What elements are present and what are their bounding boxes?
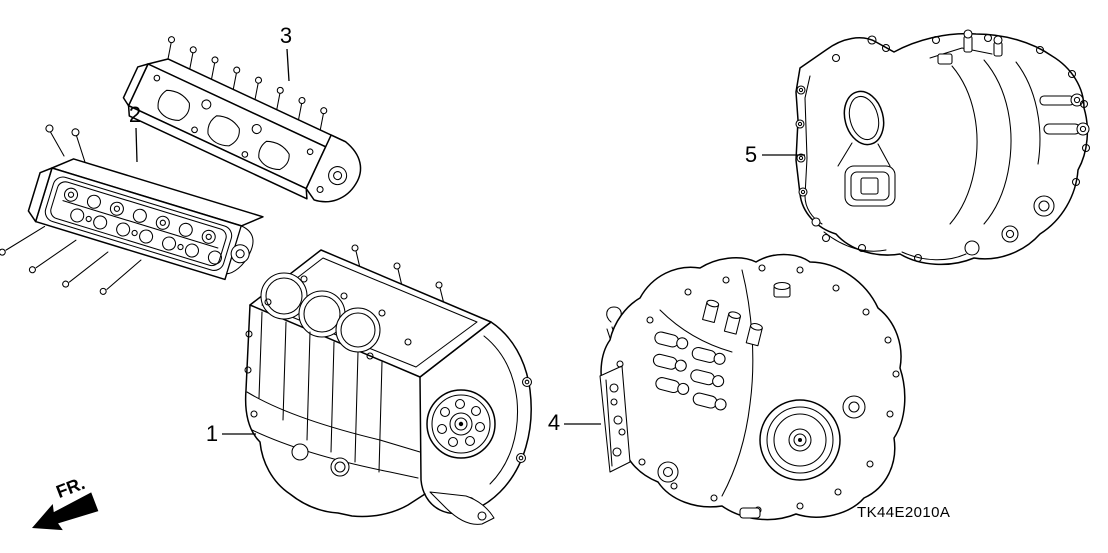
shift-linkage: [930, 30, 1089, 135]
cylinder-head-rear-drawing: [118, 29, 380, 215]
callout-2[interactable]: 2: [128, 102, 142, 127]
case-bolts: [611, 265, 899, 518]
engine-block-drawing: [245, 245, 532, 524]
diagram-code: TK44E2010A: [857, 504, 951, 521]
callout-3[interactable]: 3: [279, 23, 293, 48]
callout-4[interactable]: 4: [547, 410, 561, 435]
fr-direction-indicator: FR.: [32, 473, 99, 531]
callout-leader-lines: [136, 49, 805, 434]
breather-cap: [774, 283, 790, 298]
side-bracket: [600, 366, 630, 472]
callout-1[interactable]: 1: [205, 421, 219, 446]
leader-line-3: [287, 49, 289, 81]
combustion-chambers: [140, 74, 315, 182]
cylinder-head-front-drawing: [0, 118, 272, 337]
transmission-at-drawing: [600, 255, 905, 520]
output-shafts: [823, 35, 1090, 262]
drive-plate: [427, 390, 495, 458]
head-studs: [161, 36, 330, 130]
head-studs: [0, 118, 172, 306]
leader-line-2: [136, 128, 137, 162]
valve-train: [58, 187, 229, 266]
fr-arrow-icon: [32, 492, 99, 531]
transmission-mt-drawing: [796, 30, 1090, 264]
cam-end-housing: [303, 135, 370, 213]
block-ribs: [245, 312, 420, 478]
flange-bolt-holes: [796, 86, 820, 226]
cylinder-bores: [261, 273, 411, 359]
bell-housing-opening: [839, 87, 890, 149]
torque-converter-housing: [760, 396, 865, 480]
solenoid-cluster: [642, 289, 766, 416]
callout-5[interactable]: 5: [744, 142, 758, 167]
bell-housing-window: [838, 143, 895, 206]
cam-end: [225, 225, 257, 278]
